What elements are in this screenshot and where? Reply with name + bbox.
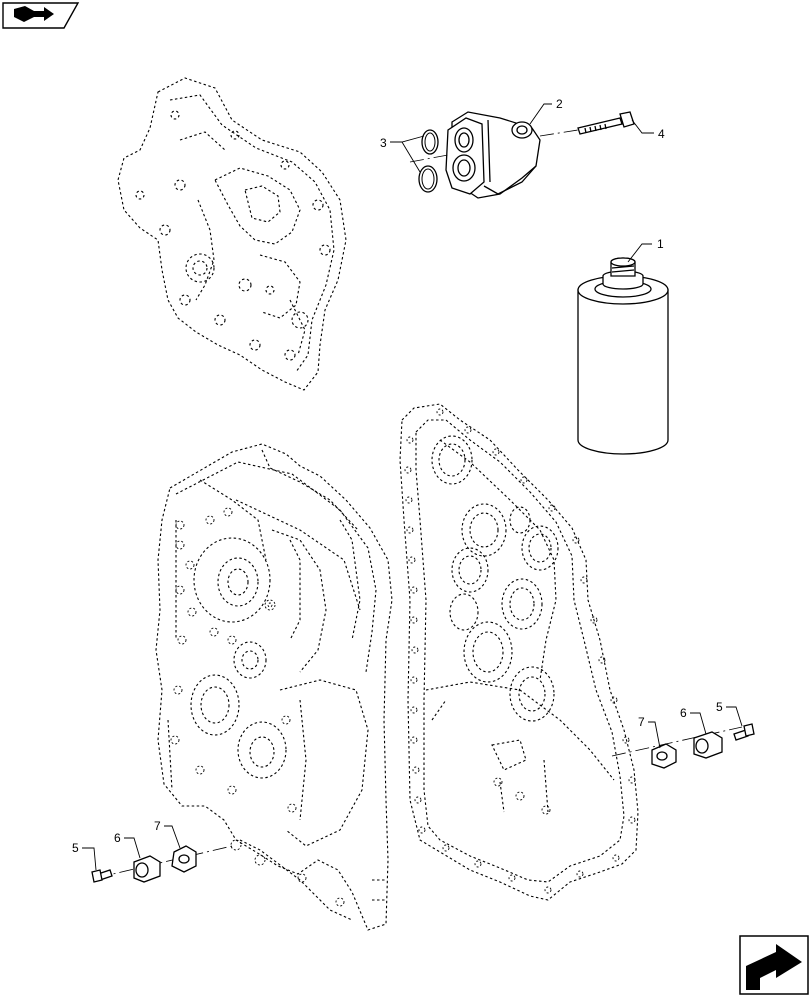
- head-bolt: [577, 111, 635, 135]
- callout-6-left: 6: [114, 831, 121, 845]
- leader-lines: [82, 103, 743, 871]
- o-rings: [418, 129, 439, 193]
- callout-5-left: 5: [72, 841, 79, 855]
- callout-1: 1: [657, 237, 664, 251]
- control-valve-housing-ghost: [117, 77, 347, 391]
- callout-2: 2: [556, 97, 563, 111]
- callout-5-right: 5: [716, 700, 723, 714]
- callout-7-right: 7: [638, 715, 645, 729]
- callout-7-left: 7: [154, 819, 161, 833]
- next-page-arrow-icon[interactable]: [739, 935, 809, 995]
- callout-4: 4: [658, 127, 665, 141]
- plug-assembly-left: [91, 845, 233, 883]
- folded-page-arrow-icon[interactable]: [2, 2, 80, 29]
- transmission-housing-right-ghost: [399, 403, 639, 901]
- filter-cartridge: [577, 257, 669, 455]
- callout-3: 3: [380, 136, 387, 150]
- transmission-housing-left-ghost: [155, 443, 393, 931]
- plug-assembly-right: [611, 723, 755, 769]
- callout-6-right: 6: [680, 706, 687, 720]
- head-assembly-axis: [409, 129, 579, 163]
- filter-head: [445, 111, 541, 199]
